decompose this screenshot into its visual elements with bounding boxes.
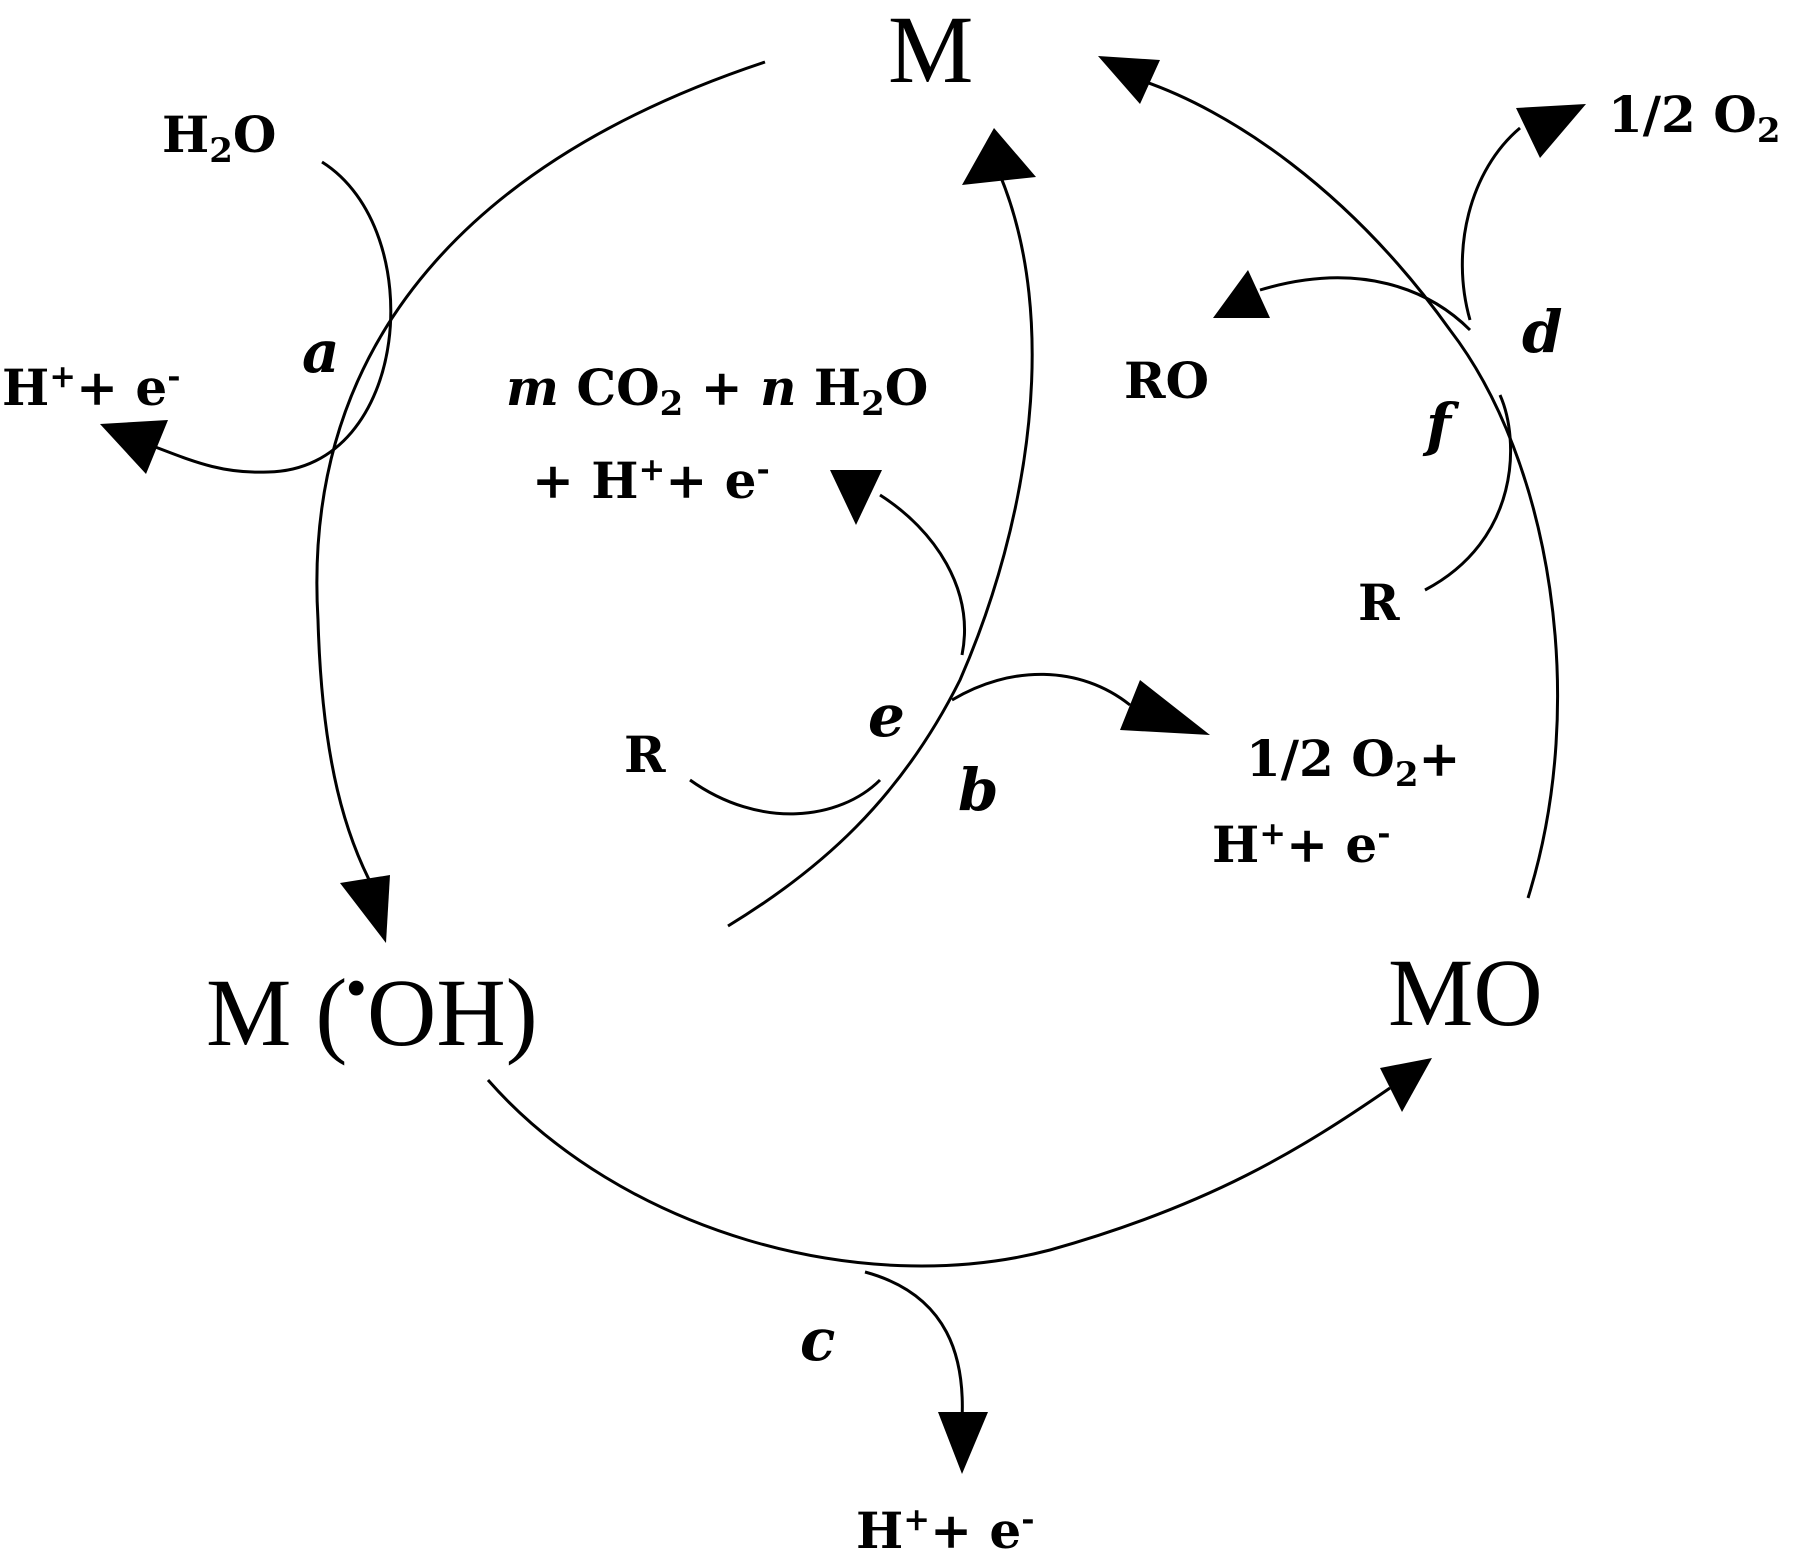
product-f: RO <box>1124 351 1209 410</box>
arrowhead-a <box>100 420 168 474</box>
arrowhead-m-to-moh <box>340 875 390 943</box>
arrowhead-f <box>1213 270 1270 318</box>
curve-e-out <box>879 493 966 656</box>
step-label-c: c <box>800 1306 835 1374</box>
step-label-f: f <box>1422 391 1460 459</box>
species-m: M <box>888 0 973 103</box>
arc-moh-to-m-inner <box>727 174 1034 928</box>
arrowhead-mo-to-m <box>1098 56 1160 104</box>
product-a: H++ e- <box>2 357 180 417</box>
curve-b <box>951 672 1131 707</box>
arc-moh-to-mo <box>486 1079 1391 1268</box>
curve-d <box>1460 126 1521 321</box>
arc-m-to-moh <box>315 60 766 901</box>
arrowhead-c <box>938 1412 988 1474</box>
curve-c <box>864 1270 964 1421</box>
arc-mo-to-m <box>1139 78 1560 899</box>
arrowhead-moh-to-mo <box>1380 1058 1432 1112</box>
product-d: 1/2 O2 <box>1608 85 1780 151</box>
step-label-d: d <box>1522 298 1563 366</box>
curve-f-in <box>1424 394 1513 592</box>
product-b-line2: H++ e- <box>1212 814 1390 874</box>
arrowhead-d <box>1516 104 1586 158</box>
species-m-oh: M (•OH) <box>206 955 538 1066</box>
curve-e-in <box>689 778 882 816</box>
curve-a <box>149 160 393 474</box>
arrowhead-e <box>830 470 882 525</box>
species-mo: MO <box>1388 939 1543 1046</box>
curve-f-out <box>1259 276 1472 332</box>
reactant-r-e: R <box>624 725 666 784</box>
product-e-line2: + H++ e- <box>532 450 770 510</box>
product-c: H++ e- <box>856 1500 1034 1559</box>
product-e-line1: m CO2 + n H2O <box>506 358 928 424</box>
reactant-r-f: R <box>1358 573 1400 632</box>
reactant-h2o: H2O <box>162 105 276 171</box>
arrowhead-inner-to-m <box>962 128 1036 185</box>
step-label-b: b <box>958 756 999 824</box>
step-label-a: a <box>302 318 340 386</box>
product-b-line1: 1/2 O2+ <box>1246 729 1460 795</box>
step-label-e: e <box>868 682 905 750</box>
arrowhead-b <box>1120 680 1210 735</box>
